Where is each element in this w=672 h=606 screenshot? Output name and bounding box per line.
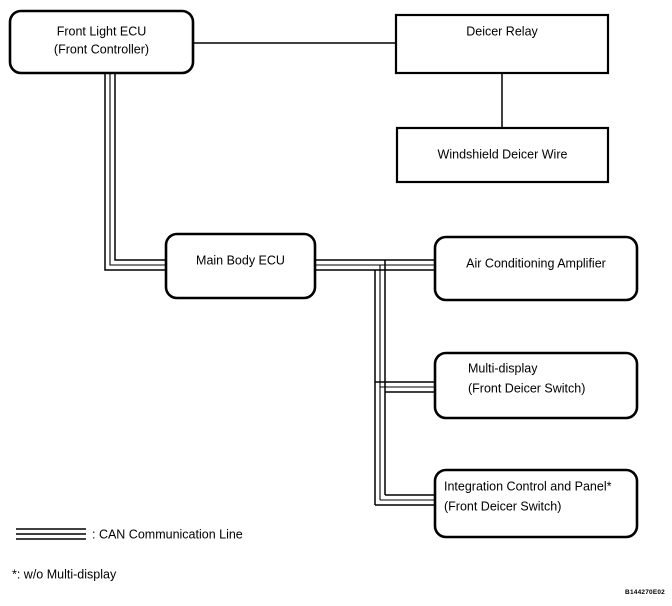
can-segment-main-body-to-ac-amplifier [315, 259, 435, 271]
can-segment-branch-multi-display [375, 381, 435, 393]
air-conditioning-amplifier-box[interactable] [433, 235, 639, 302]
integration-control-and-panel-box[interactable] [433, 468, 639, 539]
can-line-legend-label: : CAN Communication Line [92, 527, 243, 541]
air-conditioning-amplifier-label: Air Conditioning Amplifier [466, 256, 606, 270]
node-main-body-ecu[interactable]: Main Body ECU [164, 232, 317, 300]
integration-control-and-panel-label-line1: Integration Control and Panel* [444, 479, 612, 493]
windshield-deicer-wire-box[interactable] [395, 126, 610, 184]
figure-code: B144270E02 [625, 589, 665, 596]
plain-wire-group [193, 42, 503, 128]
node-multi-display[interactable]: Multi-display (Front Deicer Switch) [433, 351, 639, 420]
windshield-deicer-wire-label: Windshield Deicer Wire [438, 147, 568, 161]
front-light-ecu-label-line1: Front Light ECU [57, 24, 147, 38]
multi-display-box[interactable] [433, 351, 639, 420]
legend: : CAN Communication Line *: w/o Multi-di… [12, 527, 243, 581]
multi-display-label-line2: (Front Deicer Switch) [468, 381, 585, 395]
node-windshield-deicer-wire[interactable]: Windshield Deicer Wire [395, 126, 610, 184]
node-air-conditioning-amplifier[interactable]: Air Conditioning Amplifier [433, 235, 639, 302]
can-bus-group [104, 73, 435, 506]
can-segment-front-light-to-main-body [104, 73, 166, 271]
node-front-light-ecu[interactable]: Front Light ECU (Front Controller) [8, 9, 195, 75]
node-deicer-relay[interactable]: Deicer Relay [394, 13, 610, 75]
front-light-ecu-box[interactable] [8, 9, 195, 75]
integration-control-and-panel-label-line2: (Front Deicer Switch) [444, 499, 561, 513]
front-light-ecu-label-line2: (Front Controller) [54, 42, 149, 56]
footnote-multi-display: *: w/o Multi-display [12, 567, 117, 581]
deicer-relay-label: Deicer Relay [466, 24, 538, 38]
multi-display-label-line1: Multi-display [468, 361, 538, 375]
node-integration-control-and-panel[interactable]: Integration Control and Panel* (Front De… [433, 468, 639, 539]
deicer-relay-box[interactable] [394, 13, 610, 75]
can-line-legend-symbol [16, 528, 86, 540]
main-body-ecu-label: Main Body ECU [196, 253, 285, 267]
main-body-ecu-box[interactable] [164, 232, 317, 300]
can-segment-branch-integration-control [375, 494, 435, 506]
